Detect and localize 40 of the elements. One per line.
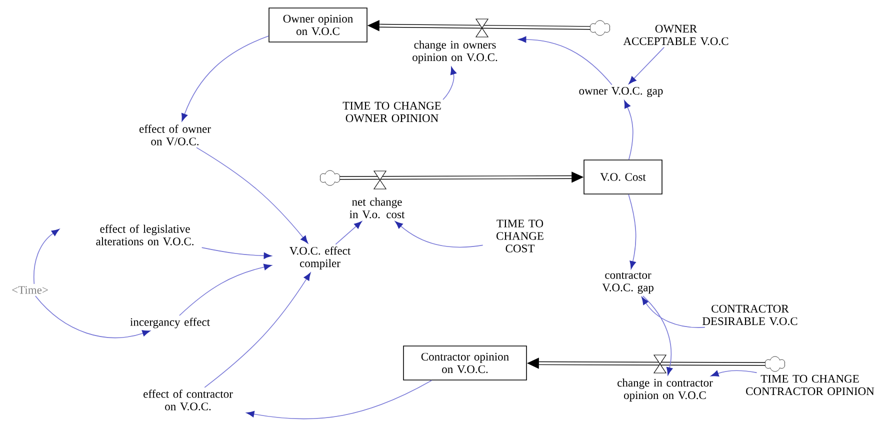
flow-rate-label: change in contractor opinion on V.O.C [618,378,713,402]
arrow [196,147,308,244]
variable-label: V.O.C. effect compiler [290,246,351,270]
arrow [204,272,311,388]
arrow [442,66,457,100]
arrow [642,296,706,328]
arrow [395,221,484,248]
arrow [181,36,269,122]
arrow [246,380,432,420]
arrow [201,247,272,259]
variable-label: effect of owner on V/O.C. [140,124,211,146]
variable-label: owner V.O.C. gap [579,86,663,98]
stock-box: Owner opinion on V.O.C [268,8,368,42]
variable-label: TIME TO CHANGE COST [496,220,544,252]
arrow [335,221,362,245]
variable-label: effect of contractor on V.O.C. [144,390,233,410]
stock-box: V.O. Cost [584,160,662,194]
variable-label: CONTRACTOR DESIRABLE V.O.C [702,304,798,326]
variable-label: <Time> [12,286,48,294]
arrow [518,36,612,86]
variable-label: contractor V.O.C. gap [602,272,654,294]
arrow [710,370,758,376]
flow-rate-label: net change in V.o. cost [350,198,405,218]
variable-label: incergancy effect [130,318,210,328]
arrow [628,194,636,269]
cloud-icon [764,356,786,372]
variable-label: effect of legislative alterations on V.O.C. [96,224,194,246]
cloud-icon [590,20,610,36]
arrow [33,228,60,284]
variable-label: TIME TO CHANGE CONTRACTOR OPINION [746,374,874,396]
arrow [642,296,673,376]
arrow [624,100,634,160]
arrow [179,264,272,316]
variable-label: TIME TO CHANGE OWNER OPINION [342,102,441,122]
stock-box: Contractor opinion on V.O.C. [403,346,527,380]
arrow [35,296,150,338]
arrow [628,46,664,84]
flow-rate-label: change in owners opinion on V.O.C. [412,40,498,64]
cloud-icon [320,170,340,186]
variable-label: OWNER ACCEPTABLE V.O.C [623,24,728,46]
